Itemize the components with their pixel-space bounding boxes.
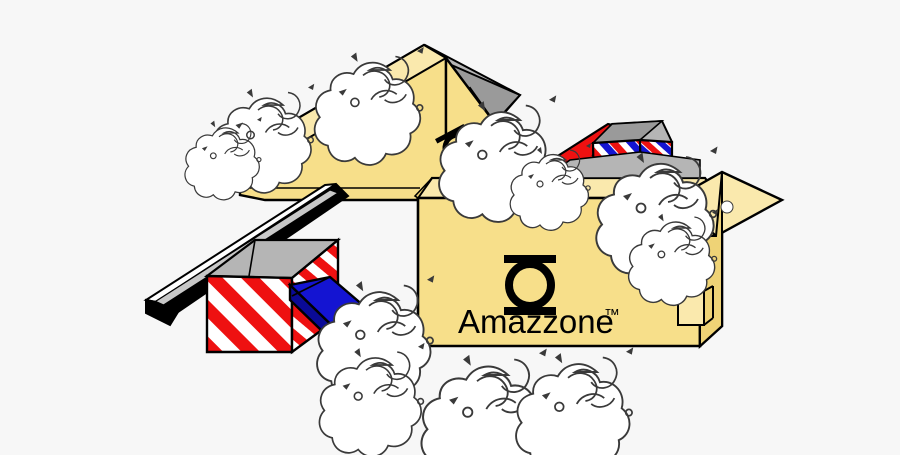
brand-trademark: ™ — [604, 307, 620, 324]
flap-speck — [720, 200, 734, 214]
striped-box-red-white — [203, 237, 342, 355]
bar-end-cap — [145, 298, 180, 327]
main-box-left-flap — [413, 177, 433, 200]
brand-wordmark: Amazzone — [458, 303, 614, 340]
rw-box-front — [205, 274, 294, 354]
